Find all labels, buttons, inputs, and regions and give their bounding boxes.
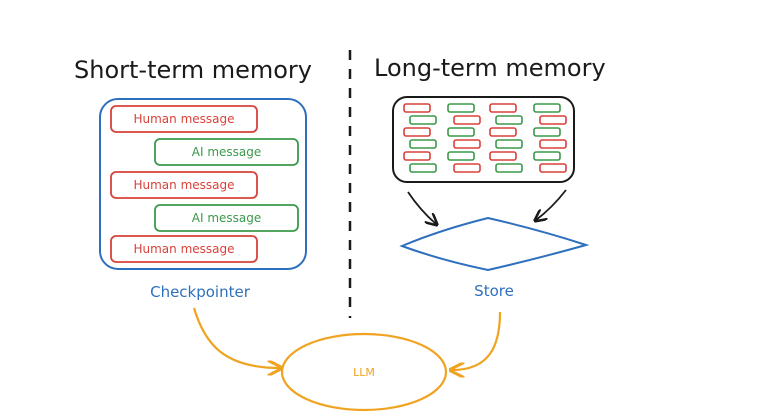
message-text: AI message [192,211,262,225]
long-term-title: Long-term memory [374,54,606,82]
memory-record [539,115,567,125]
memory-record [495,115,523,125]
records-to-store-arrow-right [536,189,567,220]
memory-records-container [392,96,575,183]
message-text: Human message [133,112,234,126]
memory-record [495,139,523,149]
human-message-box: Human message [110,235,258,263]
message-box-outline [154,138,299,166]
message-box-outline [110,235,258,263]
memory-record [533,103,561,113]
checkpointer-to-llm-arrow [192,307,280,368]
short-term-title: Short-term memory [74,56,312,84]
checkpointer-container [99,98,307,270]
message-box-outline [110,105,258,133]
memory-record [447,127,475,137]
human-message-box: Human message [110,171,258,199]
store-to-llm-arrow [452,311,502,370]
ai-message-box: AI message [154,138,299,166]
memory-record [453,115,481,125]
ai-message-box: AI message [154,204,299,232]
message-box-outline [110,171,258,199]
memory-record [403,151,431,161]
memory-record [453,139,481,149]
records-to-store-arrow-left [407,191,436,224]
memory-record [539,139,567,149]
message-text: Human message [133,178,234,192]
memory-record [409,139,437,149]
memory-records [403,103,567,173]
memory-record [447,103,475,113]
message-text: Human message [133,242,234,256]
memory-record [409,163,437,173]
memory-record [533,151,561,161]
memory-record [533,127,561,137]
memory-record [489,103,517,113]
memory-record [489,151,517,161]
memory-record [403,127,431,137]
message-text: AI message [192,145,262,159]
checkpointer-label: Checkpointer [150,283,251,301]
memory-record [447,151,475,161]
memory-record [403,103,431,113]
store-shape [399,216,590,272]
llm-node [280,332,448,412]
memory-record [489,127,517,137]
memory-record [495,163,523,173]
message-box-outline [154,204,299,232]
memory-record [539,163,567,173]
memory-record [453,163,481,173]
memory-record [409,115,437,125]
store-label: Store [474,282,514,300]
human-message-box: Human message [110,105,258,133]
llm-label: LLM [353,366,375,379]
